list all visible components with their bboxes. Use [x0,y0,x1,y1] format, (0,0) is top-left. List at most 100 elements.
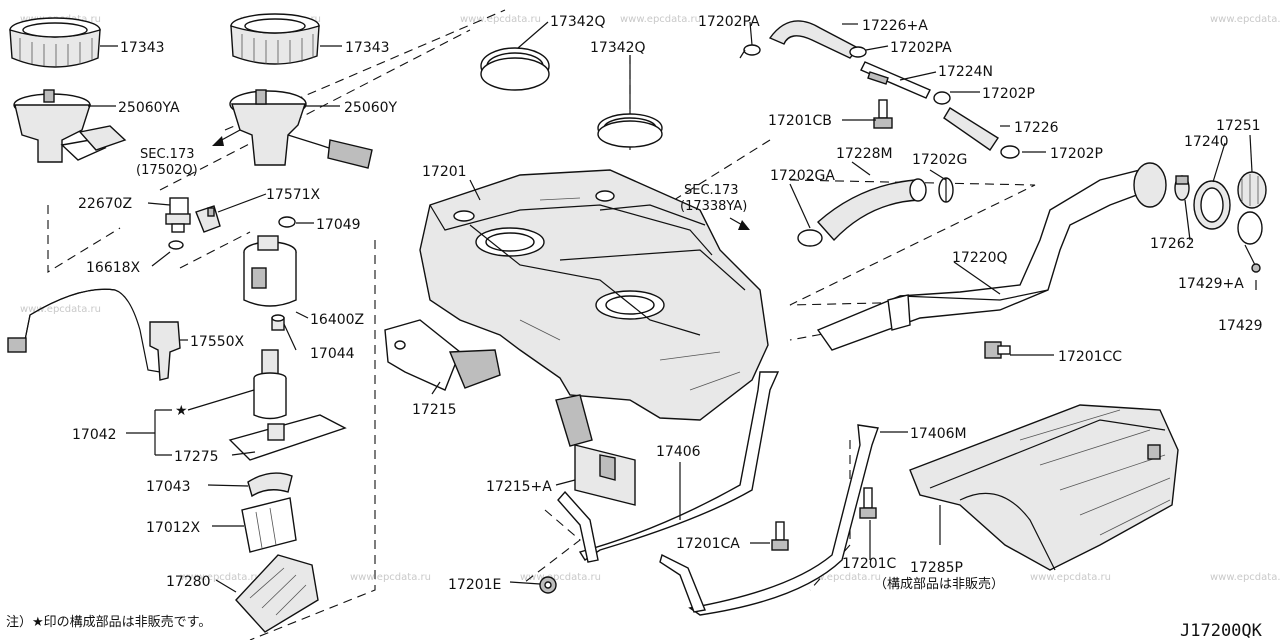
heat-shield-17215 [384,319,501,391]
label-17049: 17049 [316,217,361,233]
label-17202p-b: 17202P [1050,146,1103,162]
label-sec173-b: SEC.173 [684,183,739,198]
label-17226: 17226 [1014,120,1059,136]
clamp-17202p-a [933,91,951,105]
ring-17240 [1193,180,1231,230]
label-17043: 17043 [146,479,191,495]
retainer-17043 [247,472,293,498]
leader-lines [88,21,1257,593]
label-17429a: 17429+A [1178,276,1244,292]
fuel-sender-25060ya [13,89,127,163]
tether-17429 [1237,211,1263,273]
label-17406m: 17406M [910,426,967,442]
label-17240: 17240 [1184,134,1229,150]
label-17201: 17201 [422,164,467,180]
clamp-17202p-b [1000,145,1020,159]
watermark: www.epcdata.ru [20,304,101,315]
label-17201cc: 17201CC [1058,349,1122,365]
filler-neck-17220q [816,162,1167,351]
plug-17044 [271,314,285,331]
watermark: www.epcdata.ru [350,572,431,583]
sec-arrow-17338ya [729,217,750,230]
clamp-17202pa-mid [849,46,867,58]
label-16618x: 16618X [86,260,141,276]
protector-17285p [909,404,1179,571]
fuel-tank-17201 [419,169,769,421]
label-17012x: 17012X [146,520,201,536]
label-17220q: 17220Q [952,250,1008,266]
label-17262: 17262 [1150,236,1195,252]
lock-ring-17343-right [230,13,320,65]
watermark: www.epcdata.ru [1030,572,1111,583]
label-17224n: 17224N [938,64,993,80]
regulator-22670z [165,197,191,233]
watermark: www.epcdata.ru [460,14,541,25]
diagram-code: J17200QK [1180,621,1263,640]
label-17226a: 17226+A [862,18,928,34]
fuel-tube-17550x [7,288,181,381]
seal-17262 [1174,175,1190,201]
label-17429: 17429 [1218,318,1263,334]
label-17044: 17044 [310,346,355,362]
strap-17406m [659,424,879,616]
clamp-17202pa-top [739,44,761,59]
vent-hose-17226 [943,107,999,151]
label-17202pa-top: 17202PA [698,14,760,30]
label-17343-right: 17343 [345,40,390,56]
filter-16400z [243,235,297,307]
star-marker: ★ [175,403,188,419]
label-17285p-note: （構成部品は非販売） [874,576,1004,592]
vent-tube-17224n [860,61,931,99]
cap-17251 [1237,171,1267,209]
part-labels: 17343 17343 25060YA 25060Y SEC.173 (1750… [72,14,1263,593]
label-17201ca: 17201CA [676,536,740,552]
label-17571x: 17571X [266,187,321,203]
label-17342q-mid: 17342Q [590,40,646,56]
label-17202pa-mid: 17202PA [890,40,952,56]
assembly-dashed-lines [47,9,1036,640]
lock-ring-17343-left [9,17,101,68]
label-16400z: 16400Z [310,312,364,328]
label-17343-left: 17343 [120,40,165,56]
label-22670z: 22670Z [78,196,132,212]
label-sec173-a-sub: (17502Q) [136,163,198,178]
oring-17049 [278,216,296,228]
label-17202g: 17202G [912,152,967,168]
watermark: www.epcdata.ru [1210,14,1280,25]
watermark: www.epcdata.ru [1210,572,1280,583]
vent-hose-17226a [768,20,860,59]
oring-16618x [168,240,184,250]
clip-17571x [195,205,221,233]
fuel-sender-25060y [229,89,373,169]
label-17251: 17251 [1216,118,1261,134]
fuel-pump-17042 [253,349,287,420]
bracket-17012x [241,497,297,553]
watermark: www.epcdata.ru [800,572,881,583]
label-17201c: 17201C [842,556,897,572]
label-sec173-a: SEC.173 [140,147,195,162]
label-17215: 17215 [412,402,457,418]
bolt-17201cc [984,341,1011,359]
strap-17406 [557,371,780,563]
heat-shield-17215a [555,394,636,506]
label-17280: 17280 [166,574,211,590]
label-17215a: 17215+A [486,479,552,495]
label-17550x: 17550X [190,334,245,350]
label-17201e: 17201E [448,577,501,593]
watermark: www.epcdata.ru [180,572,261,583]
label-25060ya: 25060YA [118,100,180,116]
label-17202p-a: 17202P [982,86,1035,102]
footnote: 注）★印の構成部品は非販売です。 [6,614,211,630]
sec-arrow-17502q [212,129,241,146]
seal-ring-17342q-mid [597,113,663,148]
bolt-17201cb [873,99,893,129]
label-sec173-b-sub: (17338YA) [680,199,747,214]
bolt-17201ca [771,521,789,551]
nut-17201e [539,576,557,594]
label-17228m: 17228M [836,146,893,162]
watermark: www.epcdata.ru [520,572,601,583]
label-17275: 17275 [174,449,219,465]
bolt-17201c [859,487,877,519]
watermark: www.epcdata.ru [620,14,701,25]
